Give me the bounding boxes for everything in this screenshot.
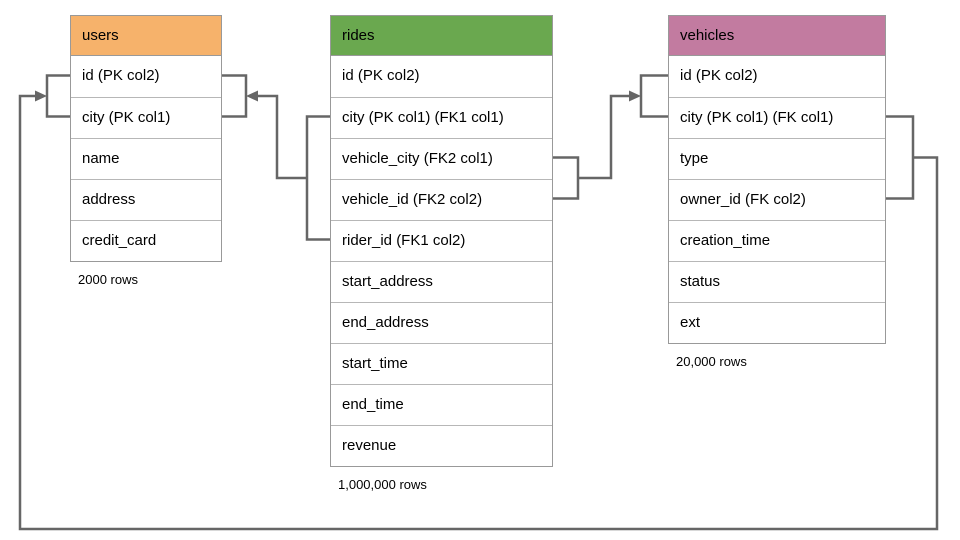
column-row: creation_time <box>669 220 885 261</box>
connector-rides-fk2-to-vehicles-pk <box>553 74 668 200</box>
table-users-rowcount: 2000 rows <box>78 272 138 287</box>
table-vehicles-header: vehicles <box>669 16 885 56</box>
column-row: credit_card <box>71 220 221 261</box>
table-vehicles-rowcount: 20,000 rows <box>676 354 747 369</box>
table-vehicles: vehicles id (PK col2)city (PK col1) (FK … <box>668 15 886 369</box>
column-row: id (PK col2) <box>71 56 221 97</box>
column-row: id (PK col2) <box>669 56 885 97</box>
table-users-title: users <box>82 27 119 44</box>
connector-vehicles-fk-to-users-pk <box>18 74 939 531</box>
column-row: name <box>71 138 221 179</box>
column-row: status <box>669 261 885 302</box>
table-vehicles-rows: id (PK col2)city (PK col1) (FK col1)type… <box>669 56 885 343</box>
arrowhead-icon <box>246 90 258 102</box>
column-row: ext <box>669 302 885 343</box>
arrowhead-icon <box>35 90 47 102</box>
table-vehicles-box: vehicles id (PK col2)city (PK col1) (FK … <box>668 15 886 344</box>
column-row: id (PK col2) <box>331 56 552 97</box>
column-row: city (PK col1) (FK col1) <box>669 97 885 138</box>
table-rides-rows: id (PK col2)city (PK col1) (FK1 col1)veh… <box>331 56 552 466</box>
table-rides-rowcount: 1,000,000 rows <box>338 477 427 492</box>
arrowhead-icon <box>629 90 641 102</box>
column-row: vehicle_id (FK2 col2) <box>331 179 552 220</box>
table-vehicles-title: vehicles <box>680 27 735 44</box>
column-row: end_address <box>331 302 552 343</box>
table-rides: rides id (PK col2)city (PK col1) (FK1 co… <box>330 15 553 492</box>
column-row: start_time <box>331 343 552 384</box>
connector-rides-fk1-to-users-pk <box>222 74 330 241</box>
table-rides-title: rides <box>342 27 375 44</box>
column-row: revenue <box>331 425 552 466</box>
column-row: rider_id (FK1 col2) <box>331 220 552 261</box>
table-users-header: users <box>71 16 221 56</box>
column-row: vehicle_city (FK2 col1) <box>331 138 552 179</box>
column-row: address <box>71 179 221 220</box>
column-row: start_address <box>331 261 552 302</box>
table-rides-header: rides <box>331 16 552 56</box>
table-rides-box: rides id (PK col2)city (PK col1) (FK1 co… <box>330 15 553 467</box>
column-row: end_time <box>331 384 552 425</box>
column-row: city (PK col1) <box>71 97 221 138</box>
column-row: owner_id (FK col2) <box>669 179 885 220</box>
column-row: city (PK col1) (FK1 col1) <box>331 97 552 138</box>
column-row: type <box>669 138 885 179</box>
